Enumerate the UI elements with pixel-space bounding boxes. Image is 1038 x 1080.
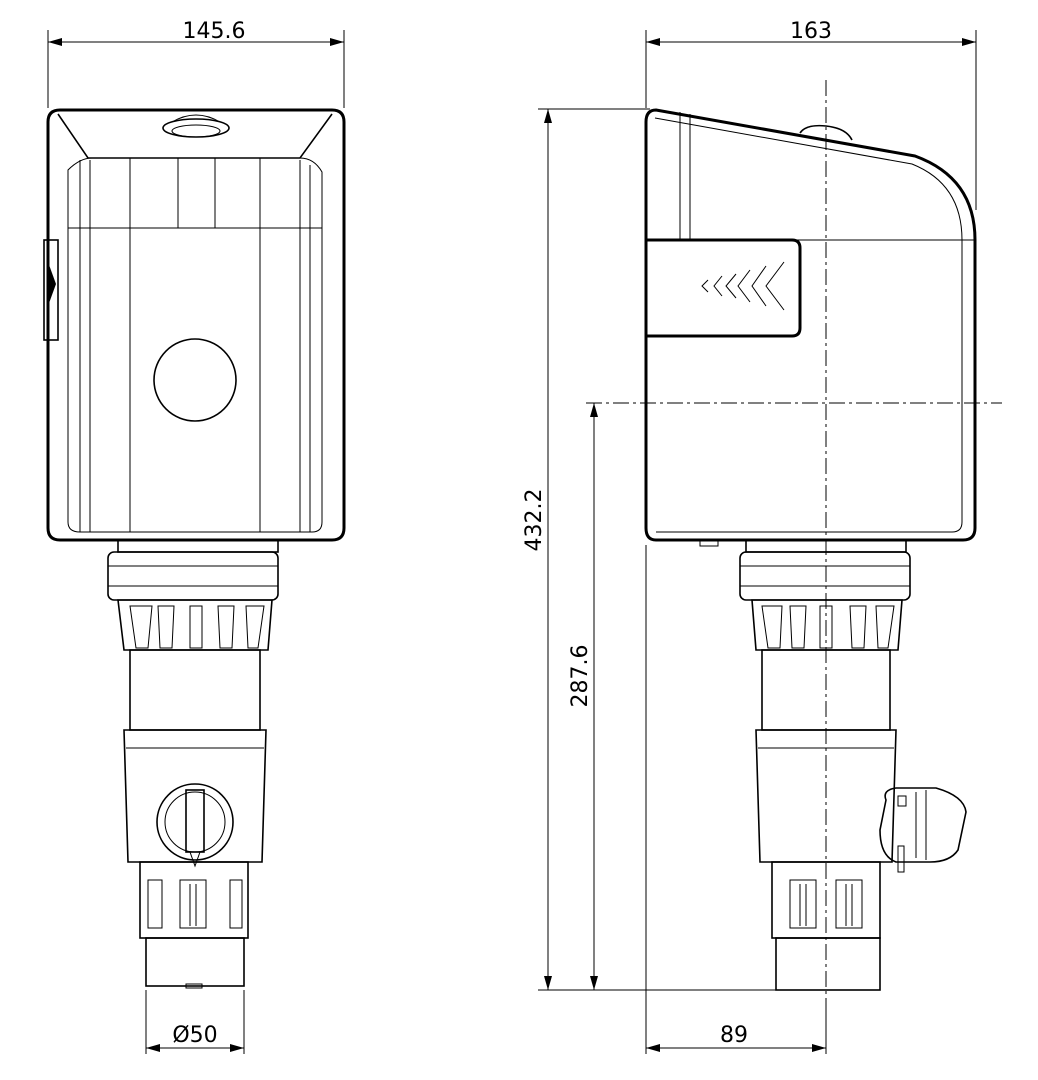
- side-valve-body: [755, 729, 897, 863]
- outlet-diameter-label: Ø50: [172, 1023, 217, 1048]
- side-view: [586, 80, 1002, 1000]
- dimension-outlet-diameter: Ø50: [145, 990, 245, 1054]
- side-housing-inner: [654, 117, 963, 533]
- front-neck: [117, 539, 279, 553]
- dimension-outlet-offset: 89: [645, 545, 827, 1054]
- front-collar: [107, 551, 279, 601]
- front-side-connector: [43, 239, 59, 341]
- total-height-label: 432.2: [522, 489, 547, 552]
- front-valve-handle: [185, 789, 205, 853]
- front-top-knob-inner: [171, 124, 221, 138]
- outlet-height-label: 287.6: [568, 645, 593, 708]
- dimension-total-height: 432.2: [522, 108, 776, 991]
- dimension-outlet-height: 287.6: [568, 403, 598, 990]
- dimension-side-depth: 163: [645, 19, 977, 210]
- side-outlet-slots: [789, 879, 863, 929]
- side-collar: [739, 551, 911, 601]
- front-clamp-teeth: [129, 605, 265, 649]
- side-outlet-pipe: [775, 937, 881, 991]
- front-valve-knob: [156, 783, 234, 861]
- front-housing-inner: [67, 157, 323, 533]
- side-clamp-teeth: [761, 605, 895, 649]
- side-connector: [646, 238, 802, 338]
- outlet-offset-label: 89: [720, 1023, 748, 1048]
- dimension-front-width: 145.6: [47, 19, 345, 108]
- side-clamp: [751, 599, 903, 651]
- front-valve-body: [123, 729, 267, 863]
- front-tube: [129, 649, 261, 731]
- side-valve-knob-mark: [897, 795, 907, 807]
- front-outlet-tab: [185, 983, 203, 989]
- front-valve-knob-inner: [164, 791, 226, 853]
- front-housing-outline: [46, 108, 346, 542]
- side-housing-outline: [644, 108, 977, 542]
- side-connector-arrows: [701, 261, 785, 311]
- front-outlet-pipe: [145, 937, 245, 987]
- front-outlet-slots: [147, 879, 243, 929]
- front-width-label: 145.6: [183, 19, 246, 44]
- side-top-knob: [799, 124, 853, 141]
- side-depth-label: 163: [790, 19, 832, 44]
- front-clamp: [117, 599, 273, 651]
- front-housing-top-bevel: [57, 113, 333, 159]
- front-outlet: [139, 861, 249, 939]
- front-view: [43, 108, 346, 989]
- front-valve-pointer: [189, 851, 201, 868]
- side-valve-knob: [879, 787, 967, 863]
- front-side-connector-arrow: [48, 262, 56, 306]
- side-valve-pin: [897, 845, 905, 873]
- front-top-knob-arc: [171, 114, 221, 123]
- front-round-button: [153, 338, 237, 422]
- side-bottom-tab: [699, 539, 719, 547]
